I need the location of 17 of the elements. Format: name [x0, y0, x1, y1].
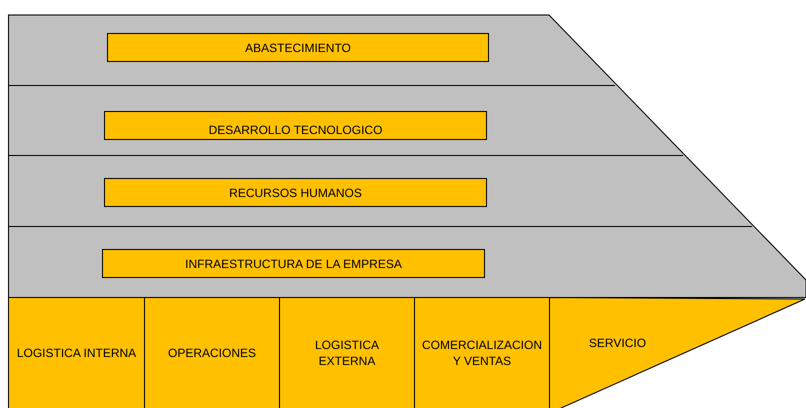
primary-activity-cell: [414, 297, 550, 408]
activity-label: ABASTECIMIENTO: [245, 40, 351, 56]
primary-activity-cell: [279, 297, 415, 408]
activity-label: RECURSOS HUMANOS: [229, 184, 362, 200]
activity-label: COMERCIALIZACION Y VENTAS: [422, 337, 542, 369]
activity-label: OPERACIONES: [168, 345, 256, 361]
primary-activity-cell: [8, 297, 145, 408]
support-activity-box: [102, 249, 485, 278]
support-activity-box: [107, 33, 489, 62]
support-activity-box: [104, 178, 487, 207]
activity-label: SERVICIO: [588, 335, 646, 351]
support-activity-box: [104, 111, 487, 140]
activity-label: LOGISTICA INTERNA: [16, 345, 136, 361]
primary-activity-cell: [144, 297, 280, 408]
activity-label: LOGISTICA EXTERNA: [314, 337, 380, 369]
activity-label: INFRAESTRUCTURA DE LA EMPRESA: [185, 256, 402, 272]
activity-label: DESARROLLO TECNOLOGICO: [208, 122, 382, 138]
